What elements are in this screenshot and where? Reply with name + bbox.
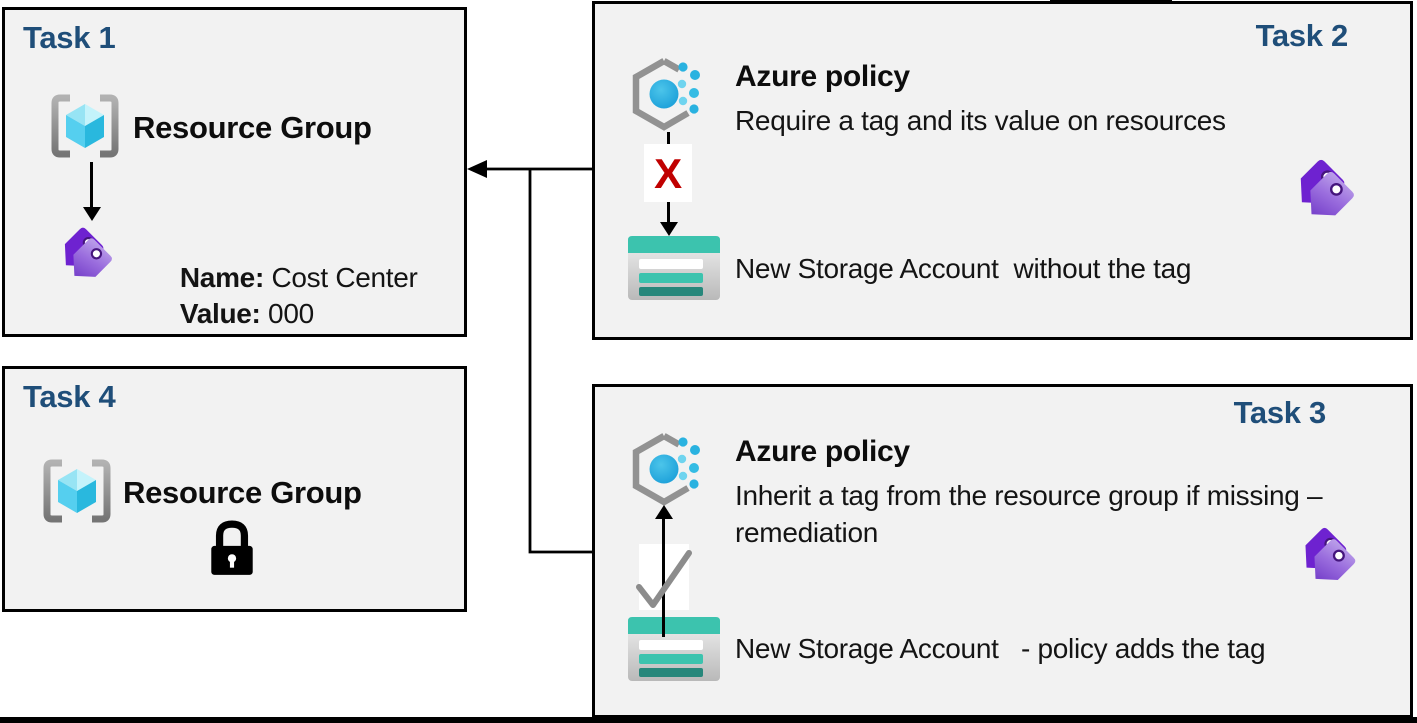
- task4-title: Task 4: [23, 379, 116, 414]
- task4-resource-group-label: Resource Group: [123, 475, 362, 510]
- task2-policy-rule: Require a tag and its value on resources: [735, 105, 1226, 136]
- task2-arrowhead-down-icon: [660, 222, 678, 236]
- resource-group-icon: [51, 94, 119, 158]
- task2-arrow-line: [667, 202, 670, 224]
- tag-value-value: 000: [260, 298, 314, 329]
- task4-panel: Task 4 Resource Group: [2, 366, 467, 612]
- task3-arrow-line: [662, 517, 665, 637]
- storage-account-icon: [628, 617, 720, 681]
- tag-icon: [1300, 159, 1354, 216]
- task3-policy-name: Azure policy: [735, 435, 910, 468]
- task3-arrowhead-up-icon: [655, 505, 673, 519]
- lock-icon: [211, 520, 253, 575]
- task2-dash-segment: [667, 132, 670, 145]
- task3-panel: Task 3 Azure policy Inherit a tag from t…: [592, 384, 1413, 718]
- bottom-edge-bar: [0, 717, 1417, 723]
- tag-name-label: Name:: [179, 262, 264, 293]
- task1-panel: Task 1 Resource Group Name: Cost Center: [2, 7, 467, 337]
- deny-x-mark: X: [654, 150, 682, 197]
- task1-title: Task 1: [23, 20, 116, 55]
- task1-arrowhead-down-icon: [83, 207, 101, 221]
- task2-panel: Task 2 Azure policy Require a tag and it…: [592, 1, 1413, 340]
- storage-account-icon: [628, 236, 720, 300]
- resource-group-icon: [43, 459, 111, 523]
- task3-title: Task 3: [1233, 395, 1327, 430]
- azure-policy-icon: [632, 58, 700, 131]
- task1-arrow-line: [90, 162, 93, 208]
- arrowhead-left-icon: [467, 160, 487, 178]
- task2-storage-label: New Storage Account without the tag: [735, 253, 1192, 284]
- tag-value-label: Value:: [179, 298, 261, 329]
- task3-policy-rule: Inherit a tag from the resource group if…: [735, 480, 1330, 548]
- task2-deny-box: [644, 144, 692, 202]
- task1-resource-group-label: Resource Group: [133, 110, 372, 145]
- task2-policy-name: Azure policy: [735, 60, 910, 93]
- check-icon: [636, 550, 692, 608]
- task1-tag-value-line: Value: 000: [135, 258, 314, 369]
- tag-icon: [1305, 527, 1356, 580]
- tag-icon: [64, 227, 112, 277]
- task1-tag-name-line: Name: Cost Center: [135, 222, 418, 333]
- azure-policy-icon: [632, 433, 700, 506]
- tag-name-value: Cost Center: [263, 262, 418, 293]
- task3-storage-label: New Storage Account - policy adds the ta…: [735, 633, 1266, 664]
- task2-title: Task 2: [1255, 18, 1349, 53]
